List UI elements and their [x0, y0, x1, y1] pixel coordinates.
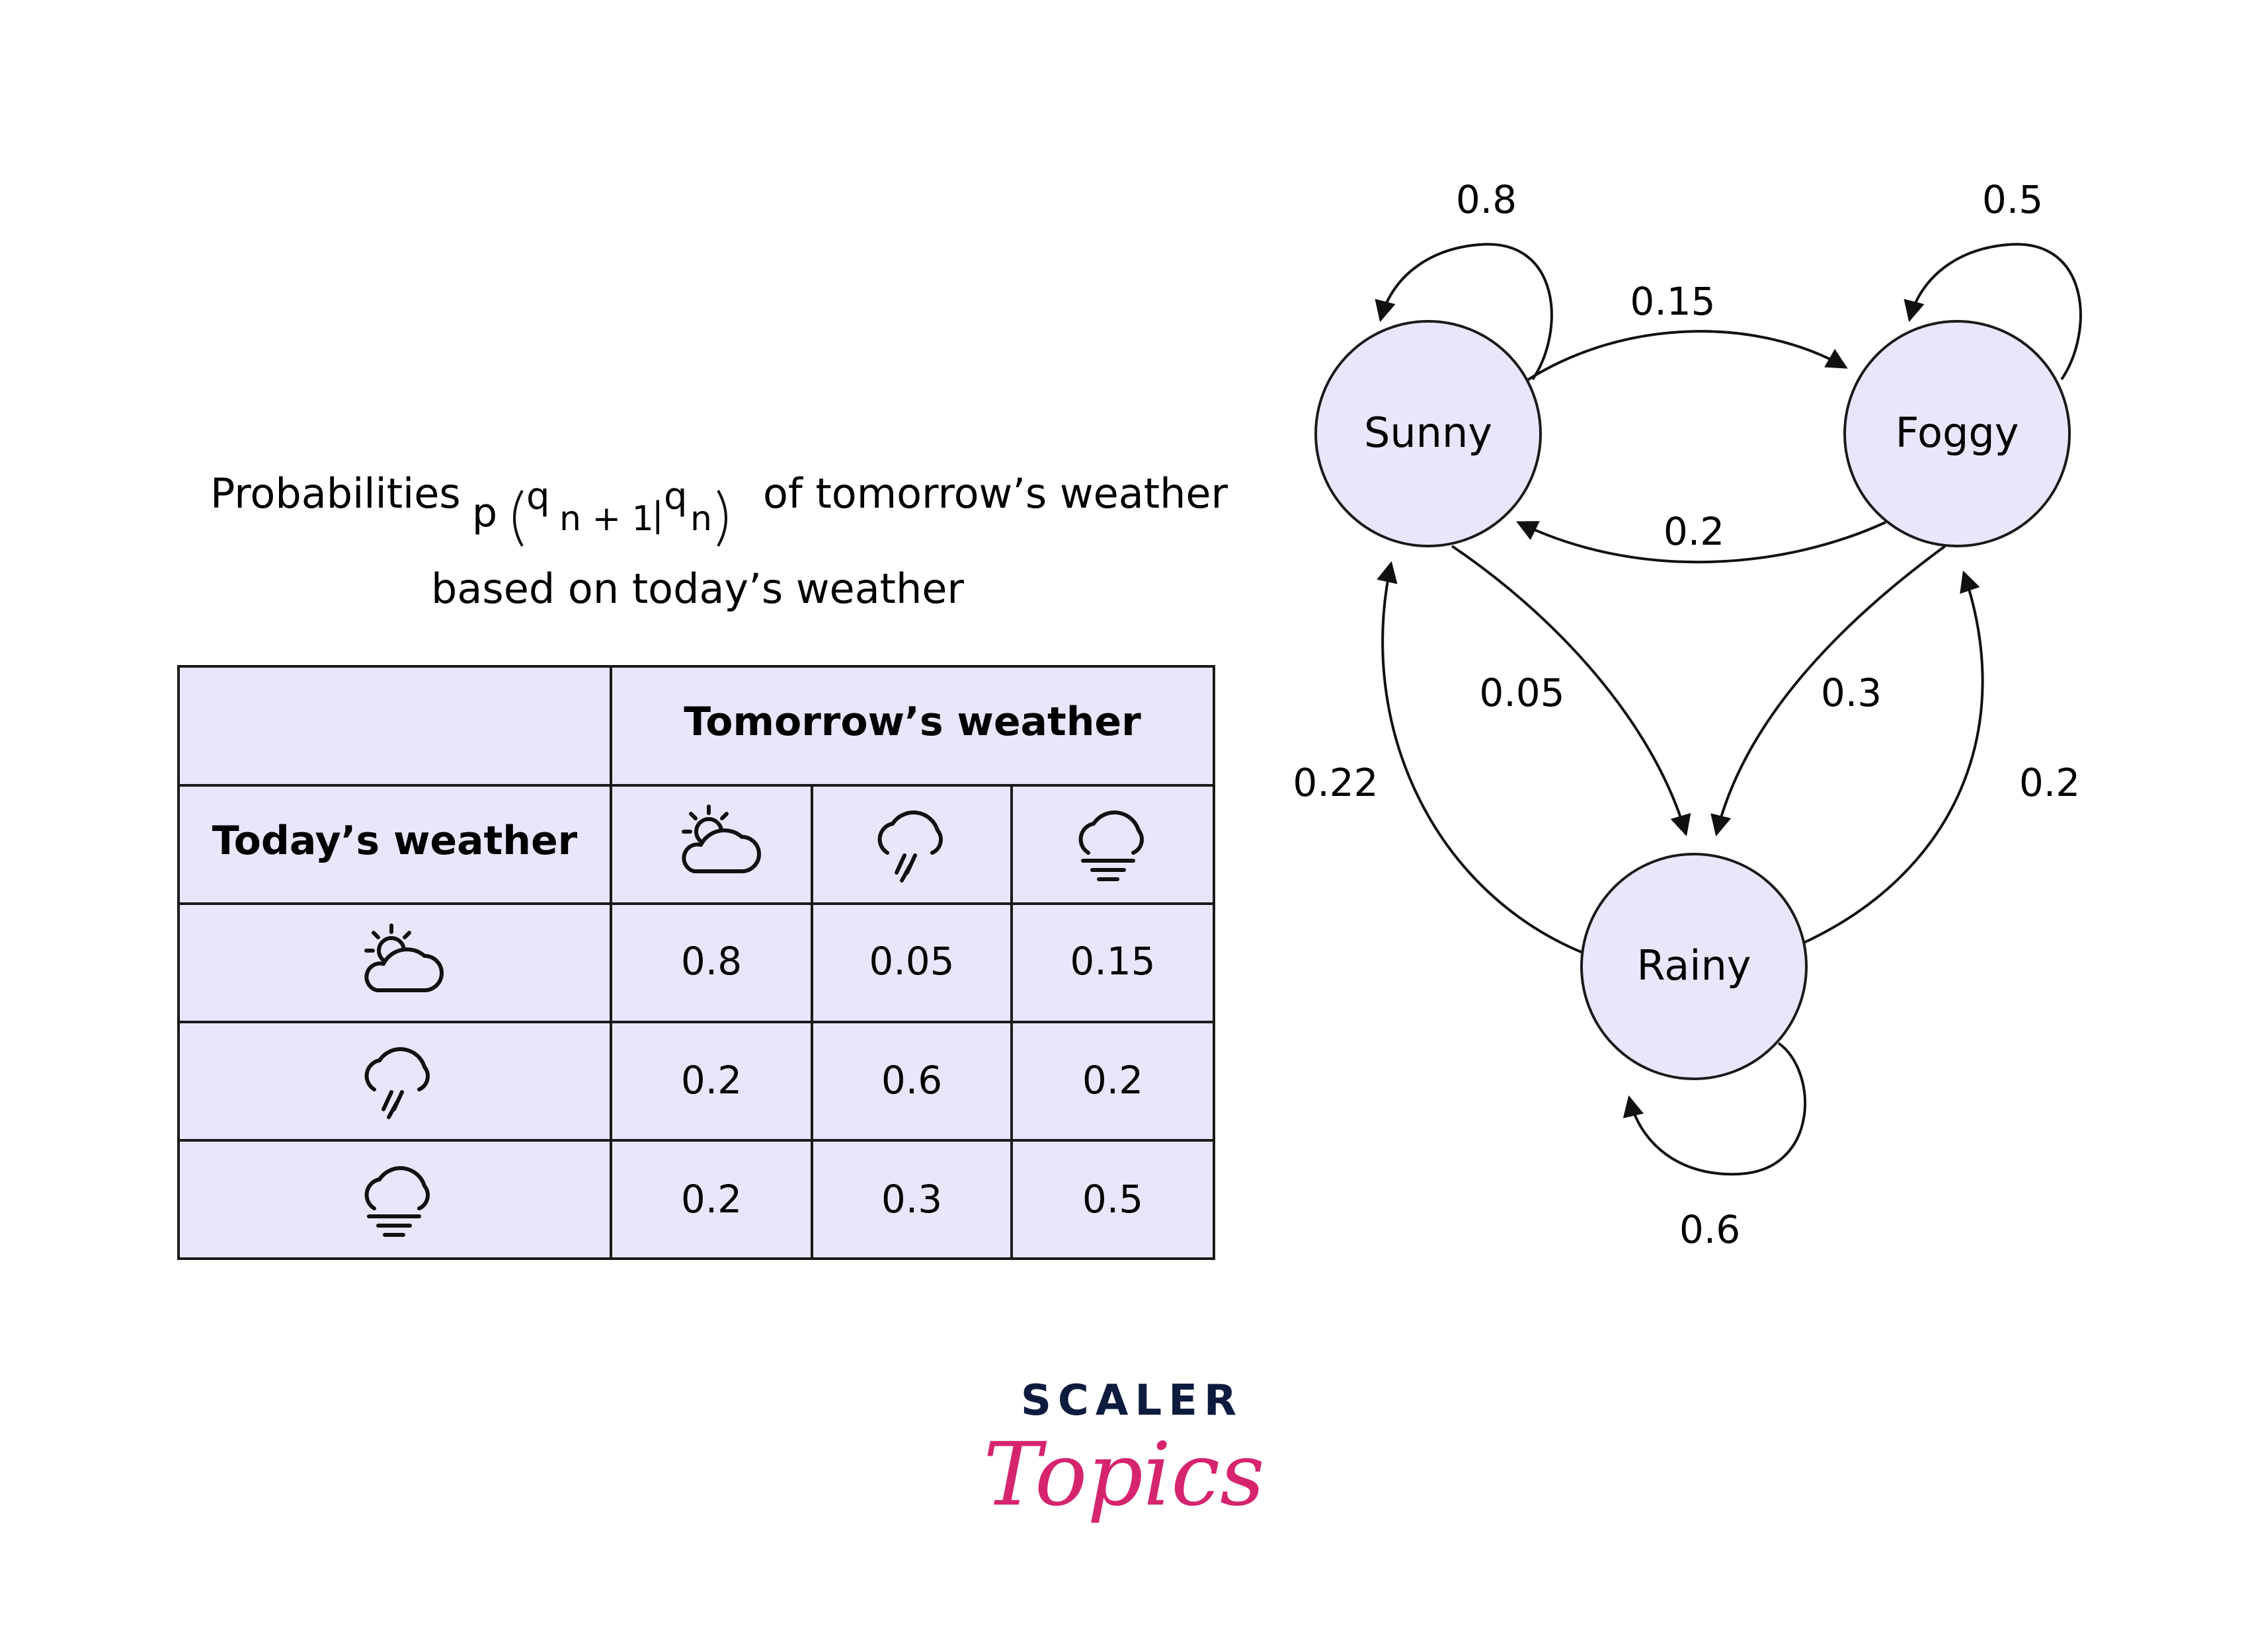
edge-label-sunny-rainy: 0.05	[1479, 670, 1564, 715]
edge-label-sunny-foggy: 0.15	[1630, 279, 1715, 324]
table-cell: 0.6	[881, 1058, 942, 1103]
formula-left-paren	[513, 490, 524, 547]
table-cell: 0.8	[681, 939, 742, 984]
edge-sunny-foggy	[1526, 330, 1848, 381]
formula-q2: q	[664, 475, 688, 518]
edge-label-sunny-sunny: 0.8	[1456, 177, 1517, 222]
table-cell: 0.2	[1082, 1058, 1143, 1103]
edge-foggy-foggy	[1904, 243, 2082, 381]
table-background	[177, 665, 1215, 1260]
caption: Probabilities p q n + 1 | q n of tomorro…	[210, 469, 1228, 613]
formula-q1: q	[526, 475, 550, 518]
caption-line2: based on today’s weather	[431, 565, 964, 613]
state-node-sunny	[1314, 320, 1542, 547]
today-weather-header: Today’s weather	[212, 818, 578, 864]
state-label-rainy: Rainy	[1637, 941, 1751, 990]
state-label-sunny: Sunny	[1364, 409, 1492, 457]
table-cell: 0.05	[869, 939, 954, 984]
caption-text-before: Probabilities	[210, 469, 461, 518]
edge-foggy-sunny	[1516, 521, 1886, 564]
table-cell: 0.5	[1082, 1177, 1143, 1222]
table-gridlines	[179, 666, 1214, 1259]
logo-scaler-text: SCALER	[1021, 1376, 1243, 1425]
edge-sunny-rainy	[1451, 545, 1691, 837]
edge-foggy-rainy	[1710, 545, 1947, 837]
table-cell: 0.3	[881, 1177, 942, 1222]
formula-sub1: n + 1	[559, 499, 654, 539]
edge-label-rainy-sunny: 0.22	[1293, 760, 1378, 805]
edge-rainy-foggy	[1800, 570, 1984, 945]
edge-label-rainy-rainy: 0.6	[1679, 1207, 1740, 1252]
table-cell: 0.15	[1070, 939, 1155, 984]
formula-sub2: n	[690, 499, 712, 539]
transition-table: Tomorrow’s weather Today’s weather 0.8 0…	[177, 665, 1215, 1260]
state-diagram: Sunny Foggy Rainy 0.8 0.5 0.15 0.2 0.05 …	[1293, 177, 2082, 1252]
state-node-rainy	[1580, 853, 1808, 1080]
edge-label-foggy-rainy: 0.3	[1821, 670, 1882, 715]
edge-label-foggy-foggy: 0.5	[1982, 177, 2043, 222]
logo-topics-text: Topics	[983, 1424, 1265, 1526]
edge-label-rainy-foggy: 0.2	[2019, 760, 2080, 805]
state-node-foggy	[1843, 320, 2071, 547]
caption-text-after: of tomorrow’s weather	[763, 469, 1228, 518]
formula-right-paren	[717, 490, 727, 547]
formula-bar: |	[652, 495, 664, 535]
edge-sunny-sunny	[1375, 243, 1553, 381]
table-cell: 0.2	[681, 1058, 742, 1103]
tomorrow-weather-header: Tomorrow’s weather	[684, 699, 1141, 745]
edge-label-foggy-sunny: 0.2	[1664, 509, 1724, 554]
edge-rainy-rainy	[1623, 1042, 1807, 1176]
scaler-topics-logo: SCALER Topics	[983, 1376, 1265, 1526]
state-label-foggy: Foggy	[1896, 409, 2019, 457]
formula-p: p	[472, 490, 497, 536]
edge-rainy-sunny	[1377, 561, 1585, 955]
table-cell: 0.2	[681, 1177, 742, 1222]
